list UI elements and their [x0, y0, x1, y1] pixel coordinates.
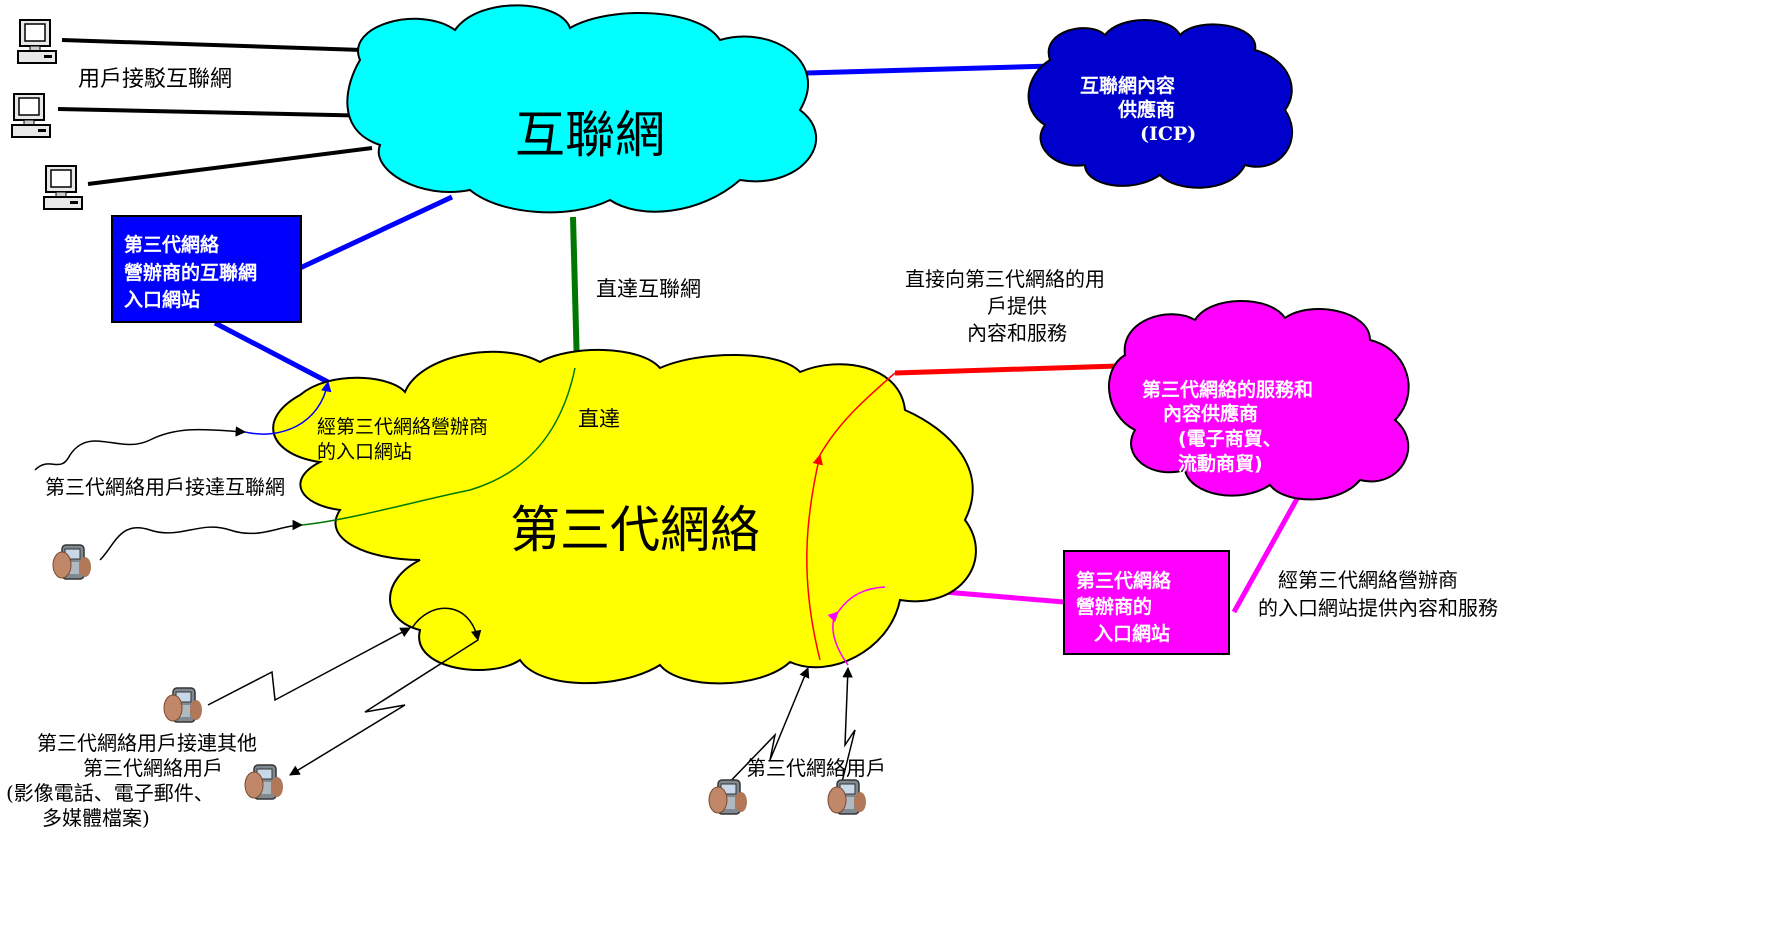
icp-cloud-label-3: (ICP)	[1140, 123, 1196, 145]
computer-icon	[17, 19, 57, 64]
magenta-portal-path	[827, 611, 849, 666]
mobile-phone-icon	[827, 779, 867, 815]
network3g-cloud	[272, 349, 977, 685]
label-via-portal-services-1: 經第三代網絡營辦商	[1278, 568, 1458, 592]
wireless-link-user3	[721, 667, 810, 791]
link-pc2-internet	[57, 107, 379, 118]
magenta-portal-path-2	[837, 586, 886, 613]
icp-cloud-label-1: 互聯網內容	[1080, 74, 1175, 97]
computer-icon	[11, 93, 51, 138]
label-direct-internet: 直達互聯網	[596, 277, 701, 301]
squiggle-phone-direct	[99, 519, 304, 561]
mobile-phone-icon	[163, 687, 203, 723]
link-internet-icp	[771, 63, 1053, 77]
link-provider-portal2	[1231, 486, 1306, 614]
internet-cloud-label: 互聯網	[515, 106, 665, 164]
link-pc1-internet	[61, 38, 363, 52]
label-via-portal-1: 經第三代網絡營辦商	[317, 416, 488, 438]
service-provider-label-4: 流動商貿)	[1178, 452, 1263, 475]
service-provider-label-3: (電子商貿、	[1178, 427, 1282, 450]
wireless-link-user1	[207, 627, 411, 706]
red-provider-path	[806, 453, 823, 661]
link-pc3-internet	[87, 146, 373, 186]
red-provider-path-2	[819, 372, 896, 456]
link-internet-3g-direct	[570, 216, 580, 369]
wireless-link-user4	[839, 666, 856, 791]
label-via-portal-2: 的入口網站	[317, 441, 412, 463]
icp-cloud	[1027, 19, 1294, 189]
wireless-link-user2	[289, 639, 479, 776]
squiggle-users-internet	[34, 426, 247, 471]
operator-portal-2-box	[1063, 550, 1230, 655]
label-direct-to-users-2: 戶提供	[987, 294, 1047, 318]
operator-portal-label-3: 入口網站	[124, 288, 200, 311]
link-portal-3g	[213, 320, 330, 385]
service-provider-cloud	[1108, 300, 1410, 501]
network3g-cloud-label: 第三代網絡	[510, 501, 760, 559]
service-provider-label-2: 內容供應商	[1163, 402, 1258, 425]
operator-portal-box	[111, 215, 302, 323]
label-users-3g: 第三代網絡用戶	[746, 756, 886, 780]
label-users-to-users-3: (影像電話、電子郵件、	[6, 781, 214, 805]
link-3g-provider	[894, 363, 1119, 376]
operator-portal-2-label-3: 入口網站	[1094, 622, 1170, 645]
curve-to-portal	[244, 380, 332, 435]
operator-portal-2-label-2: 營辦商的	[1076, 595, 1152, 618]
label-direct-to-users-3: 內容和服務	[967, 321, 1067, 345]
green-direct-path	[301, 367, 576, 526]
operator-portal-label-2: 營辦商的互聯網	[124, 261, 257, 284]
operator-portal-label-1: 第三代網絡	[124, 233, 220, 256]
user-loop-arrow	[411, 607, 482, 642]
label-user-access-internet: 用戶接駁互聯網	[78, 67, 232, 92]
computer-icon	[43, 165, 83, 210]
operator-portal-2-label-1: 第三代網絡	[1076, 569, 1172, 592]
mobile-phone-icon	[52, 544, 92, 580]
label-direct: 直達	[578, 407, 620, 431]
link-internet-portal	[298, 194, 454, 271]
label-direct-to-users-1: 直接向第三代網絡的用	[905, 267, 1105, 291]
label-via-portal-services-2: 的入口網站提供內容和服務	[1258, 596, 1498, 620]
label-users-to-internet: 第三代網絡用戶接達互聯網	[45, 475, 285, 499]
icp-cloud-label-2: 供應商	[1117, 98, 1175, 121]
service-provider-label-1: 第三代網絡的服務和	[1142, 378, 1313, 401]
internet-cloud	[346, 4, 818, 214]
label-users-to-users-2: 第三代網絡用戶	[83, 756, 223, 780]
mobile-phone-icon	[244, 764, 284, 800]
label-users-to-users-1: 第三代網絡用戶接連其他	[37, 731, 257, 755]
label-users-to-users-4: 多媒體檔案)	[42, 806, 150, 830]
mobile-phone-icon	[708, 779, 748, 815]
